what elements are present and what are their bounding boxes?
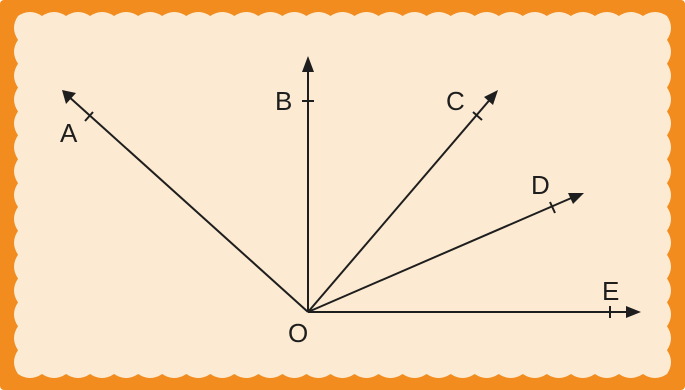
label-c: C [446,86,465,116]
ray-oc [307,90,498,313]
arrowhead-c [484,90,498,105]
label-a: A [60,118,78,148]
arrowhead-b [302,56,314,72]
label-e: E [602,276,619,306]
tick-a [84,111,94,122]
arrowhead-d [568,193,584,204]
label-d: D [531,170,550,200]
arrowhead-a [62,90,76,104]
ray-od [307,193,584,313]
tick-d [549,201,556,214]
tick-c [472,111,483,121]
ray-oa [62,90,309,313]
arrowhead-e [626,306,641,318]
cloud-paper-panel [14,12,671,378]
ray-ob [302,56,314,312]
label-b: B [275,86,292,116]
ray-oe [308,306,641,318]
label-origin: O [288,318,308,348]
